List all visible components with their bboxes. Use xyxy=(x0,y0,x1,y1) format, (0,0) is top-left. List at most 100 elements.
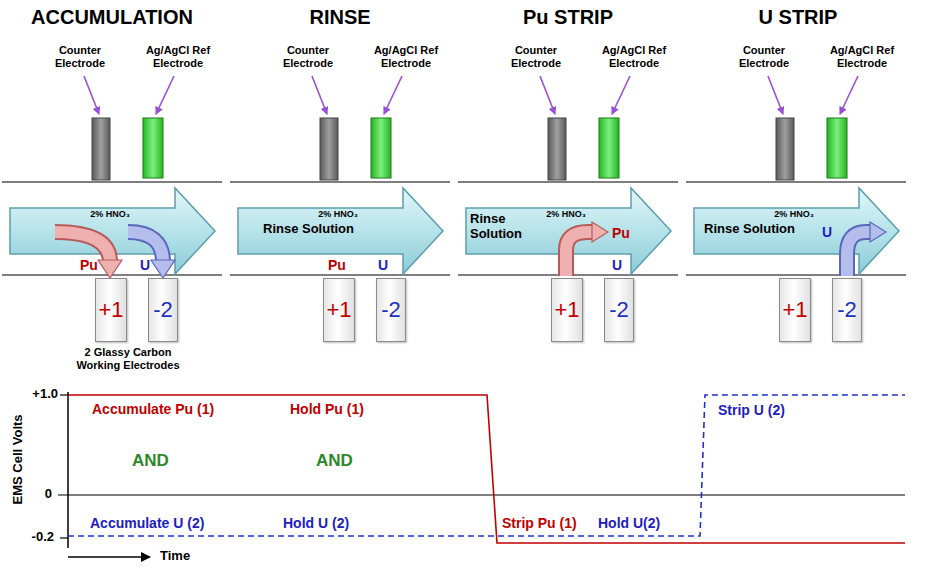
counter-electrode xyxy=(776,118,794,180)
electrode-label: Counter Electrode xyxy=(48,44,112,69)
flow-ribbon xyxy=(566,232,594,276)
acid-label: 2% HNO₃ xyxy=(80,209,140,219)
channel-wall xyxy=(686,274,906,275)
working-electrode: +1 xyxy=(551,278,583,342)
electrode-number: -2 xyxy=(609,297,629,323)
leader-line xyxy=(312,76,327,114)
electrode-number: -2 xyxy=(381,297,401,323)
phase-label: Strip U (2) xyxy=(718,402,785,418)
electrode-number: +1 xyxy=(554,297,579,323)
counter-electrode xyxy=(548,118,566,180)
working-electrode: +1 xyxy=(779,278,811,342)
channel-wall xyxy=(458,181,678,182)
leader-line xyxy=(384,76,402,114)
leader-line xyxy=(84,76,99,114)
leader-line xyxy=(768,76,783,114)
working-electrode: -2 xyxy=(376,278,406,342)
electrode-caption: 2 Glassy Carbon Working Electrodes xyxy=(63,346,193,371)
acid-label: 2% HNO₃ xyxy=(764,209,824,219)
element-label: U xyxy=(378,257,388,273)
rinse-label: Rinse Solution xyxy=(263,222,354,237)
phase-label: Strip Pu (1) xyxy=(502,515,577,531)
phase-label: Accumulate U (2) xyxy=(90,515,204,531)
channel-wall xyxy=(2,181,222,182)
flow-arrow: 2% HNO₃ Rinse Solution xyxy=(466,188,671,274)
rinse-label: Rinse Solution xyxy=(470,212,532,242)
leader-line xyxy=(540,76,555,114)
tick xyxy=(60,537,68,538)
u-voltage-trace xyxy=(68,395,905,536)
element-label: U xyxy=(140,257,150,273)
electrode-label: Counter Electrode xyxy=(276,44,340,69)
arrow-outline xyxy=(238,188,443,274)
panel-title: RINSE xyxy=(240,6,440,29)
axis-title: EMS Cell Volts xyxy=(11,394,26,524)
y-axis xyxy=(67,392,69,548)
working-electrode: +1 xyxy=(95,278,127,342)
electrode-label: Ag/AgCl Ref Electrode xyxy=(368,44,444,69)
working-electrode: -2 xyxy=(604,278,634,342)
electrode-label: Ag/AgCl Ref Electrode xyxy=(596,44,672,69)
time-arrow xyxy=(68,556,150,558)
flow-ribbon xyxy=(847,232,872,276)
counter-electrode xyxy=(92,118,110,180)
pu-voltage-trace xyxy=(68,395,905,543)
electrode-number: +1 xyxy=(326,297,351,323)
ribbon-head xyxy=(151,260,175,278)
phase-label: Accumulate Pu (1) xyxy=(92,401,214,417)
phase-label: Hold U (2) xyxy=(283,515,349,531)
ribbon-head xyxy=(870,222,886,242)
element-label: Pu xyxy=(328,257,346,273)
reference-electrode xyxy=(827,118,847,178)
panel-title: ACCUMULATION xyxy=(12,6,212,29)
rinse-label: Rinse Solution xyxy=(704,222,795,237)
arrow-shape xyxy=(10,188,215,274)
phase-label: Hold U(2) xyxy=(598,515,660,531)
electrode-number: +1 xyxy=(98,297,123,323)
tick xyxy=(60,394,68,395)
electrode-number: -2 xyxy=(153,297,173,323)
reference-electrode xyxy=(599,118,619,178)
leader-line xyxy=(156,76,174,114)
electrode-label: Ag/AgCl Ref Electrode xyxy=(140,44,216,69)
ribbon-head xyxy=(98,260,122,278)
counter-electrode xyxy=(320,118,338,180)
leader-line xyxy=(612,76,630,114)
axis-title: Time xyxy=(160,549,190,564)
voltage-chart xyxy=(58,392,905,557)
channel-wall xyxy=(230,181,450,182)
electrode-label: Counter Electrode xyxy=(504,44,568,69)
working-electrode: -2 xyxy=(148,278,178,342)
electrode-number: +1 xyxy=(782,297,807,323)
flow-ribbon xyxy=(566,232,594,276)
panel-title: Pu STRIP xyxy=(468,6,668,29)
working-electrode: -2 xyxy=(832,278,862,342)
axis-tick-label: +1.0 xyxy=(8,387,58,402)
electrode-label: Ag/AgCl Ref Electrode xyxy=(824,44,900,69)
working-electrode: +1 xyxy=(323,278,355,342)
acid-label: 2% HNO₃ xyxy=(308,209,368,219)
phase-label: Hold Pu (1) xyxy=(290,401,364,417)
element-label: U xyxy=(612,257,622,273)
conjunction-label: AND xyxy=(132,451,169,471)
axis-tick-label: -0.2 xyxy=(4,530,54,545)
conjunction-label: AND xyxy=(316,451,353,471)
leader-line xyxy=(840,76,858,114)
reference-electrode xyxy=(143,118,163,178)
channel-wall xyxy=(686,181,906,182)
channel-wall xyxy=(230,274,450,275)
flow-arrow: 2% HNO₃ Rinse Solution xyxy=(694,188,899,274)
panel-title: U STRIP xyxy=(698,6,898,29)
electrode-number: -2 xyxy=(837,297,857,323)
element-label: Pu xyxy=(80,257,98,273)
element-label: Pu xyxy=(612,225,630,241)
flow-ribbon xyxy=(847,232,872,276)
reference-electrode xyxy=(371,118,391,178)
acid-label: 2% HNO₃ xyxy=(536,209,596,219)
flow-arrow: 2% HNO₃ xyxy=(10,188,215,274)
zero-line xyxy=(58,494,905,495)
ribbon-head xyxy=(592,222,608,242)
element-label: U xyxy=(822,224,832,240)
electrode-label: Counter Electrode xyxy=(732,44,796,69)
